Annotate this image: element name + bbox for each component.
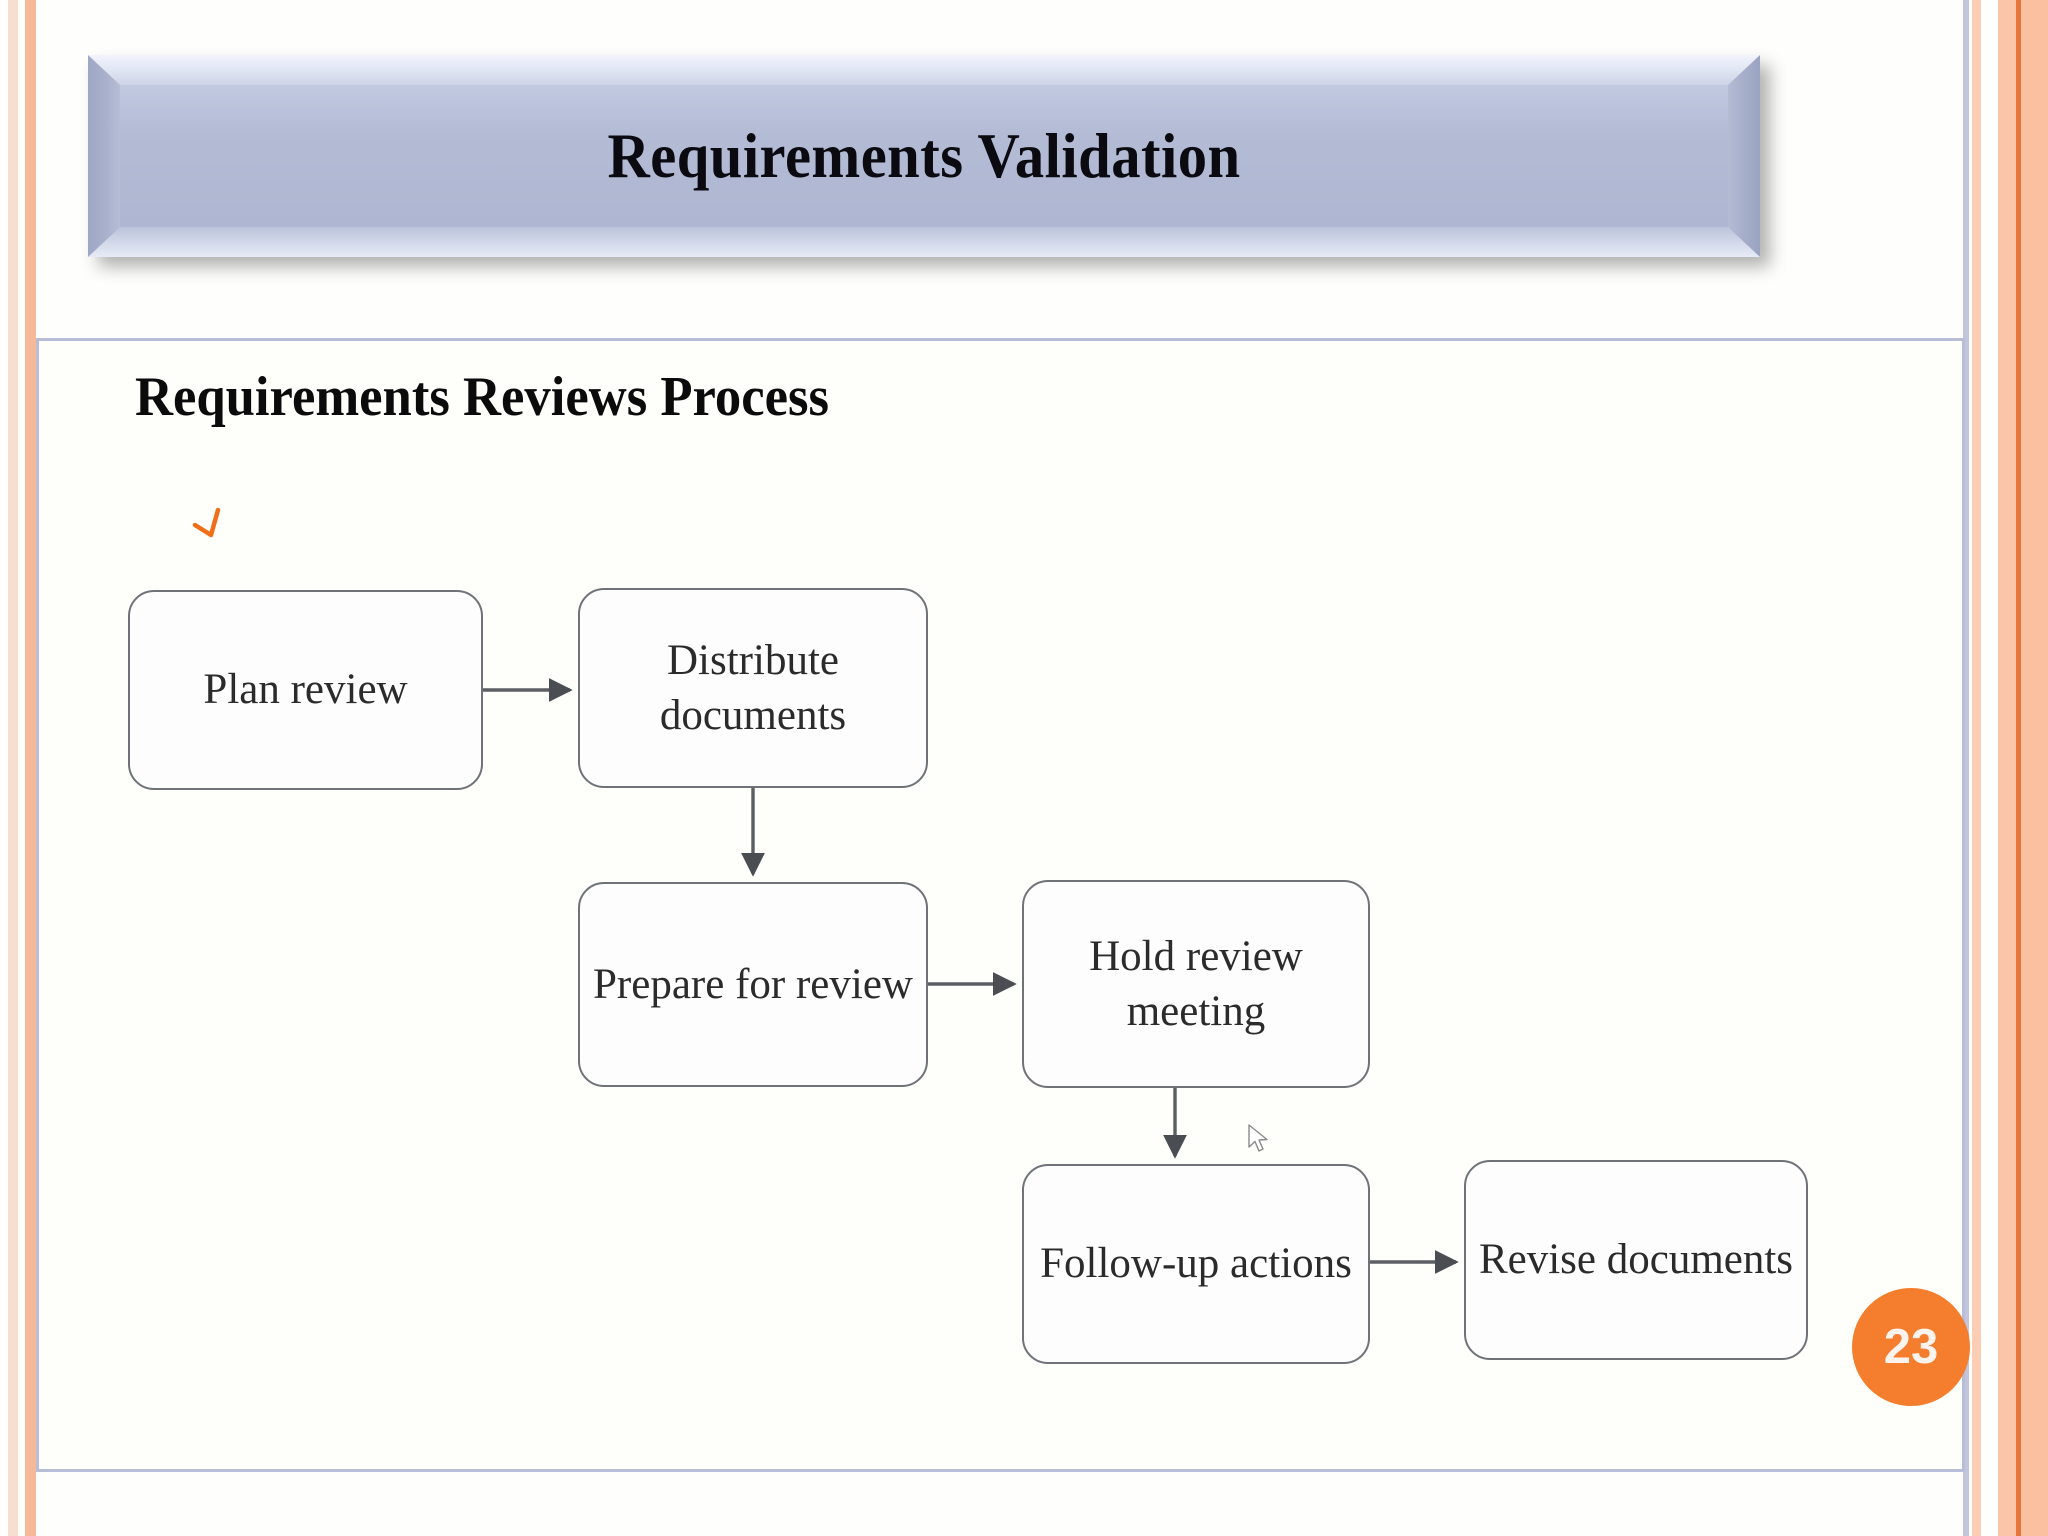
flow-node-follow-up-actions[interactable]: Follow-up actions [1022, 1164, 1370, 1364]
flow-node-label: Prepare for review [593, 960, 913, 1008]
flow-node-plan-review[interactable]: Plan review [128, 590, 483, 790]
banner-bevel-bottom [88, 227, 1760, 257]
flow-node-label: Hold review meeting [1089, 932, 1303, 1035]
banner-bevel-right [1728, 55, 1760, 257]
title-banner: Requirements Validation [88, 55, 1760, 257]
banner-bevel-left [88, 55, 120, 257]
banner-bevel-top [88, 55, 1760, 85]
mouse-pointer-icon [1248, 1124, 1268, 1152]
left-stripe-pale [8, 0, 18, 1536]
page-number-text: 23 [1883, 1320, 1939, 1374]
orange-tick-annotation-icon [192, 507, 221, 538]
section-heading: Requirements Reviews Process [135, 366, 829, 428]
left-stripe-salmon [25, 0, 36, 1536]
flow-node-revise-documents[interactable]: Revise documents [1464, 1160, 1808, 1360]
flow-node-label: Revise documents [1478, 1236, 1794, 1284]
right-stripe-band-outer [2021, 0, 2048, 1536]
page-number-badge: 23 [1852, 1288, 1970, 1406]
flow-node-label: Plan review [203, 666, 408, 714]
right-stripe-lavender [1963, 0, 1969, 1536]
flow-node-label: Follow-up actions [1040, 1240, 1352, 1288]
right-stripe-pale [1972, 0, 1981, 1536]
flow-node-prepare-for-review[interactable]: Prepare for review [578, 882, 928, 1087]
flow-node-hold-review-meeting[interactable]: Hold review meeting [1022, 880, 1370, 1088]
slide-title: Requirements Validation [607, 120, 1241, 191]
flow-node-distribute-documents[interactable]: Distribute documents [578, 588, 928, 788]
right-stripe-gap [1981, 0, 1998, 1536]
banner-face [118, 83, 1730, 229]
right-stripe-accent-line [2016, 0, 2021, 1536]
flow-node-label: Distribute documents [659, 636, 847, 739]
